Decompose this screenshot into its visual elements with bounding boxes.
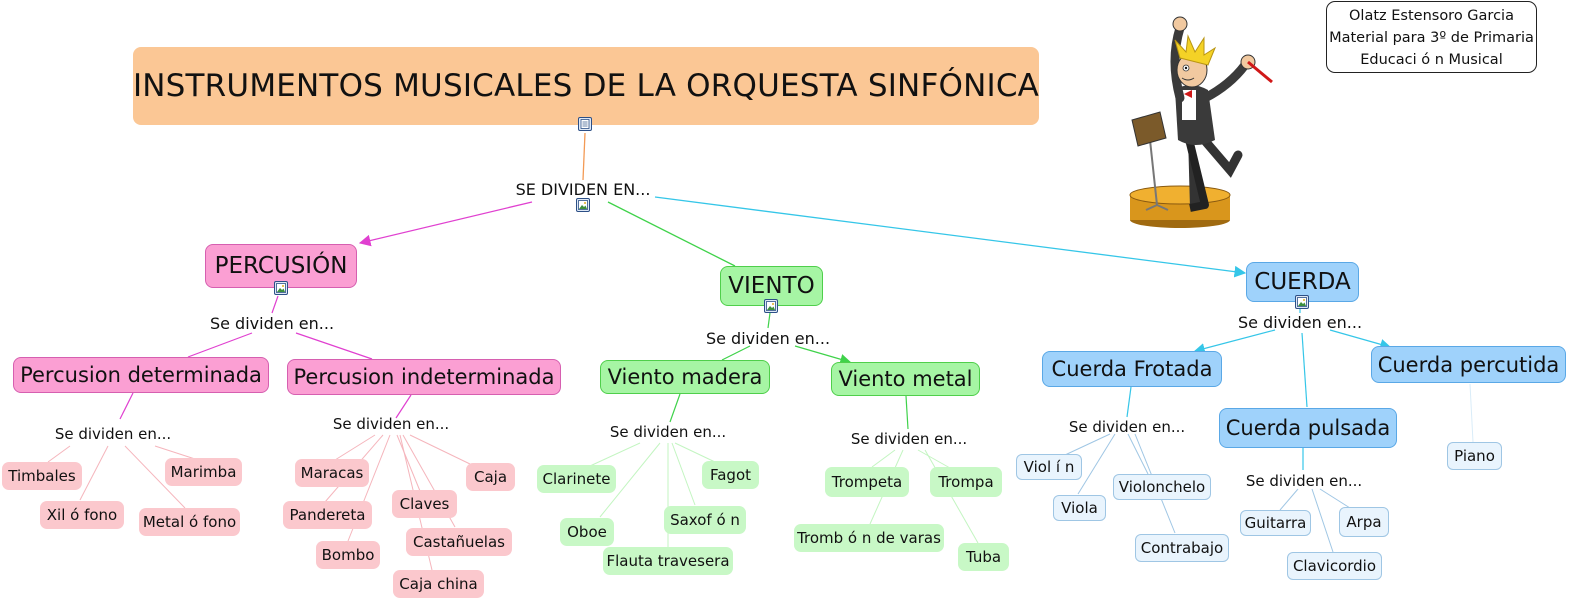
leaf-guitarra[interactable]: Guitarra [1240, 510, 1311, 536]
cuerda-link-label: Se dividen en... [1237, 313, 1363, 332]
node-viento-madera[interactable]: Viento madera [600, 360, 770, 394]
leaf-fagot[interactable]: Fagot [702, 461, 759, 489]
image-icon[interactable] [1295, 295, 1309, 309]
leaf-xilofono[interactable]: Xil ó fono [40, 501, 124, 529]
leaf-trombon[interactable]: Tromb ó n de varas [794, 524, 944, 552]
indeterminada-link-label: Se dividen en... [332, 415, 450, 433]
leaf-contrabajo[interactable]: Contrabajo [1135, 534, 1229, 562]
leaf-timbales[interactable]: Timbales [2, 462, 82, 490]
leaf-caja-china[interactable]: Caja china [393, 570, 484, 598]
image-icon[interactable] [576, 198, 590, 212]
leaf-castanuelas[interactable]: Castañuelas [406, 528, 512, 556]
link-cuerda [654, 196, 1247, 278]
leaf-violin[interactable]: Viol í n [1016, 454, 1082, 480]
metal-link-label: Se dividen en... [850, 430, 968, 448]
node-percusion[interactable]: PERCUSIÓN [205, 244, 357, 288]
leaf-maracas[interactable]: Maracas [295, 459, 369, 487]
leaf-marimba[interactable]: Marimba [165, 458, 242, 486]
leaf-caja[interactable]: Caja [466, 463, 515, 491]
leaf-claves[interactable]: Claves [392, 490, 457, 518]
credits-material: Material para 3º de Primaria [1329, 30, 1534, 46]
node-viento-metal[interactable]: Viento metal [831, 362, 980, 396]
determinada-link-label: Se dividen en... [54, 425, 172, 443]
leaf-trompa[interactable]: Trompa [930, 467, 1002, 497]
leaf-metalofono[interactable]: Metal ó fono [139, 508, 240, 536]
leaf-bombo[interactable]: Bombo [316, 541, 380, 569]
leaf-oboe[interactable]: Oboe [560, 518, 614, 546]
frotada-link-label: Se dividen en... [1068, 418, 1186, 436]
viento-link-label: Se dividen en... [705, 329, 831, 348]
credits-author: Olatz Estensoro Garcia [1349, 8, 1514, 24]
leaf-violonchelo[interactable]: Violonchelo [1113, 474, 1211, 500]
madera-link-label: Se dividen en... [609, 423, 727, 441]
credits-box: Olatz Estensoro Garcia Material para 3º … [1326, 1, 1537, 73]
pulsada-link-label: Se dividen en... [1245, 472, 1363, 490]
leaf-tuba[interactable]: Tuba [958, 543, 1009, 571]
node-percusion-indeterminada[interactable]: Percusion indeterminada [287, 359, 561, 395]
link-viento [607, 201, 736, 267]
leaf-flauta-travesera[interactable]: Flauta travesera [603, 547, 733, 575]
document-icon[interactable] [578, 117, 592, 131]
node-viento[interactable]: VIENTO [720, 266, 823, 306]
leaf-viola[interactable]: Viola [1053, 495, 1106, 521]
image-icon[interactable] [764, 299, 778, 313]
percusion-link-label: Se dividen en... [209, 314, 335, 333]
node-cuerda-frotada[interactable]: Cuerda Frotada [1042, 351, 1222, 387]
conductor-illustration [1129, 16, 1273, 228]
title-node[interactable]: INSTRUMENTOS MUSICALES DE LA ORQUESTA SI… [133, 47, 1039, 125]
leaf-saxofon[interactable]: Saxof ó n [664, 506, 746, 534]
node-percusion-determinada[interactable]: Percusion determinada [13, 357, 269, 393]
leaf-pandereta[interactable]: Pandereta [283, 501, 372, 529]
link-percusion [358, 201, 533, 247]
credits-subject: Educaci ó n Musical [1360, 52, 1503, 68]
leaf-trompeta[interactable]: Trompeta [825, 467, 909, 497]
leaf-piano[interactable]: Piano [1447, 442, 1502, 470]
leaf-clavicordio[interactable]: Clavicordio [1287, 552, 1382, 580]
node-cuerda-percutida[interactable]: Cuerda percutida [1371, 346, 1566, 383]
leaf-arpa[interactable]: Arpa [1339, 507, 1389, 537]
leaf-clarinete[interactable]: Clarinete [537, 465, 616, 493]
root-link-label: SE DIVIDEN EN... [515, 180, 651, 199]
node-cuerda-pulsada[interactable]: Cuerda pulsada [1219, 408, 1397, 448]
image-icon[interactable] [274, 281, 288, 295]
